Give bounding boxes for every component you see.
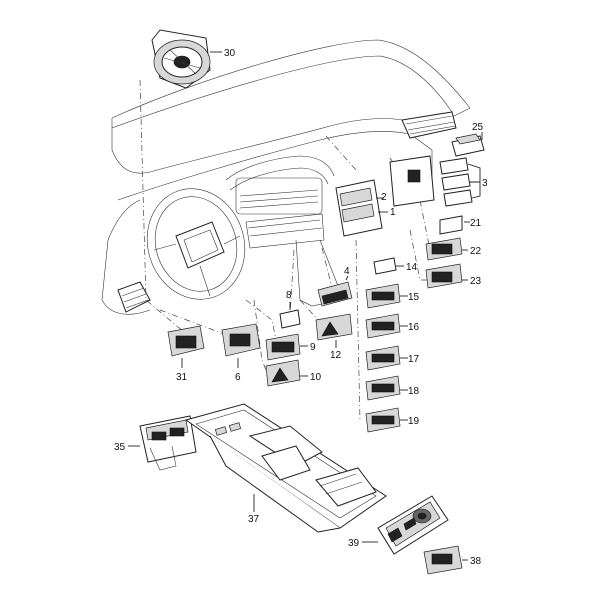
label-12: 12 <box>330 350 342 361</box>
part-14-cover <box>373 257 404 275</box>
label-3: 3 <box>482 178 488 189</box>
label-25: 25 <box>472 122 484 133</box>
part-30-light-switch <box>151 29 222 89</box>
label-2: 2 <box>381 192 387 203</box>
part-31-switch <box>167 325 205 368</box>
part-23-switch <box>425 263 468 289</box>
parts-15-19-switch-stack <box>365 283 408 433</box>
label-35: 35 <box>114 442 126 453</box>
label-17: 17 <box>408 354 420 365</box>
part-25-switch <box>451 132 485 157</box>
part-38-switch <box>423 545 468 575</box>
label-6: 6 <box>235 372 241 383</box>
part-4-switch <box>317 275 353 307</box>
label-1: 1 <box>390 207 396 218</box>
part-10-switch <box>265 359 308 387</box>
part-39-control-unit <box>362 495 449 555</box>
part-22-switch <box>425 237 468 261</box>
dashboard-outline <box>101 39 471 315</box>
part-8-cover <box>279 302 301 329</box>
label-10: 10 <box>310 372 322 383</box>
part-1-2-switch-block <box>335 155 435 237</box>
label-8: 8 <box>286 290 292 301</box>
label-19: 19 <box>408 416 420 427</box>
part-labels: 30 25 3 2 1 21 22 23 14 4 15 8 16 12 9 1… <box>114 48 488 567</box>
label-22: 22 <box>470 246 482 257</box>
label-9: 9 <box>310 342 316 353</box>
part-21-blank-cover <box>439 215 470 235</box>
label-21: 21 <box>470 218 482 229</box>
part-6-switch <box>221 323 261 368</box>
part-9-switch <box>265 333 308 361</box>
label-23: 23 <box>470 276 482 287</box>
label-14: 14 <box>406 262 418 273</box>
label-37: 37 <box>248 514 260 525</box>
label-38: 38 <box>470 556 482 567</box>
label-16: 16 <box>408 322 420 333</box>
label-31: 31 <box>176 372 188 383</box>
part-37-center-console <box>184 403 387 533</box>
label-4: 4 <box>344 266 350 277</box>
part-3-switch-group <box>439 157 481 207</box>
part-12-hazard-switch <box>315 313 353 348</box>
label-15: 15 <box>408 292 420 303</box>
label-18: 18 <box>408 386 420 397</box>
part-35-switch-module <box>128 415 197 471</box>
label-39: 39 <box>348 538 360 549</box>
steering-wheel <box>146 188 246 300</box>
label-30: 30 <box>224 48 236 59</box>
